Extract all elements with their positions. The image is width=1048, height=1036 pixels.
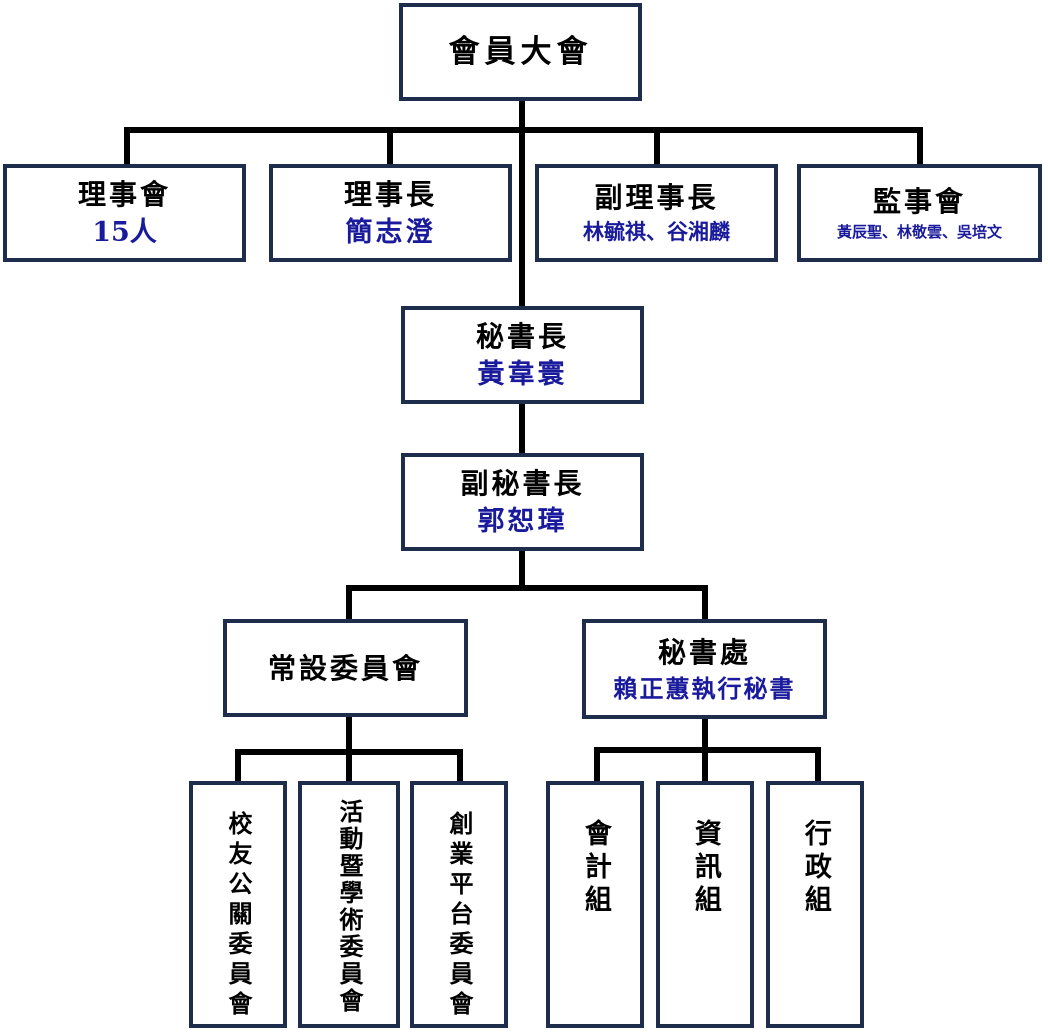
committee-title: 校友公關委員會 — [224, 811, 253, 1021]
secretary-general-box: 秘書長 黃韋寰 — [401, 306, 644, 404]
group-title: 資訊組 — [689, 819, 721, 918]
chairman-title: 理事長 — [343, 177, 437, 211]
chairman-name: 簡志澄 — [345, 216, 436, 248]
vice-chairman-title: 副理事長 — [594, 181, 719, 215]
supervisors-names: 黃辰聖、林敬雲、吳培文 — [836, 223, 1002, 242]
group-box: 資訊組 — [656, 781, 754, 1028]
standing-committees-box: 常設委員會 — [223, 619, 468, 717]
vice-chairman-names: 林毓祺、谷湘麟 — [583, 219, 730, 245]
deputy-secretary-general-name: 郭恕瑋 — [477, 505, 568, 537]
general-assembly-box: 會員大會 — [399, 3, 642, 101]
group-box: 會計組 — [546, 781, 644, 1028]
committee-box: 校友公關委員會 — [189, 781, 287, 1028]
standing-committees-title: 常設委員會 — [267, 651, 423, 685]
secretariat-executive-secretary: 賴正蕙執行秘書 — [613, 673, 796, 703]
group-title: 會計組 — [579, 819, 611, 918]
board-title: 理事會 — [77, 177, 171, 211]
chairman-box: 理事長 簡志澄 — [269, 164, 512, 262]
committee-title: 活動暨學術委員會 — [335, 799, 364, 1015]
board-box: 理事會 15人 — [3, 164, 246, 262]
secretariat-title: 秘書處 — [657, 635, 751, 669]
board-count: 15人 — [92, 216, 157, 248]
vice-chairman-box: 副理事長 林毓祺、谷湘麟 — [535, 164, 778, 262]
deputy-secretary-general-box: 副秘書長 郭恕瑋 — [401, 453, 644, 551]
deputy-secretary-general-title: 副秘書長 — [460, 466, 585, 500]
secretariat-box: 秘書處 賴正蕙執行秘書 — [582, 619, 827, 719]
committee-box: 創業平台委員會 — [410, 781, 508, 1028]
general-assembly-title: 會員大會 — [448, 33, 593, 70]
committee-title: 創業平台委員會 — [445, 811, 474, 1021]
supervisors-box: 監事會 黃辰聖、林敬雲、吳培文 — [797, 164, 1042, 262]
supervisors-title: 監事會 — [872, 185, 966, 219]
group-title: 行政組 — [799, 819, 831, 918]
secretary-general-name: 黃韋寰 — [477, 358, 568, 390]
secretary-general-title: 秘書長 — [475, 319, 569, 353]
group-box: 行政組 — [766, 781, 864, 1028]
committee-box: 活動暨學術委員會 — [298, 781, 400, 1028]
